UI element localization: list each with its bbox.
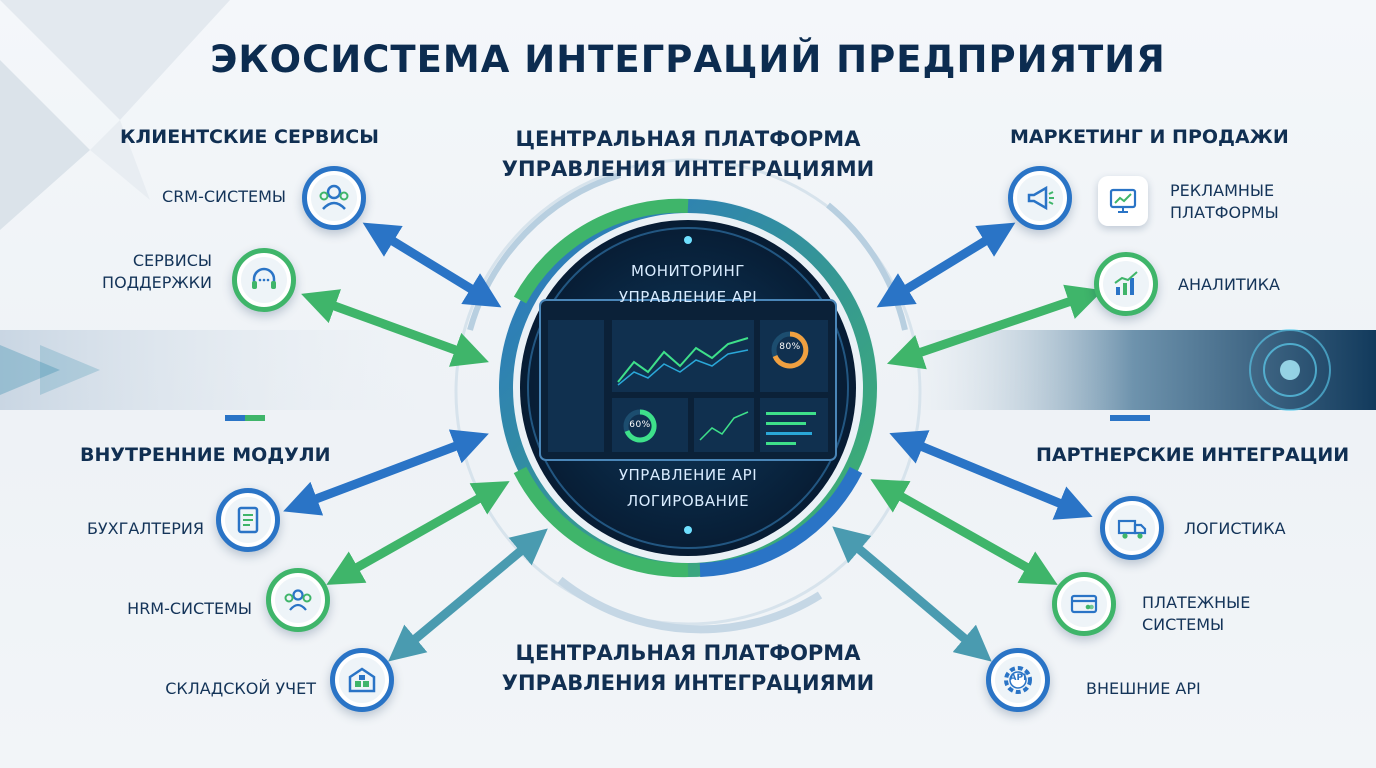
label-warehouse: СКЛАДСКОЙ УЧЕТ [165,679,316,698]
center-bottom-heading: ЦЕНТРАЛЬНАЯ ПЛАТФОРМА УПРАВЛЕНИЯ ИНТЕГРА… [488,638,888,698]
node-payments[interactable] [1052,572,1116,636]
node-warehouse[interactable] [330,648,394,712]
label-support: СЕРВИСЫ ПОДДЕРЖКИ [60,250,212,294]
section-title-internal: ВНУТРЕННИЕ МОДУЛИ [80,444,331,466]
bar-chart-icon [1114,271,1138,295]
node-analytics[interactable] [1094,252,1158,316]
label-support-line-2: ПОДДЕРЖКИ [102,273,212,292]
node-logistics[interactable] [1100,496,1164,560]
warehouse-icon [348,667,376,693]
label-ad-platforms-line-2: ПЛАТФОРМЫ [1170,203,1279,222]
node-crm[interactable] [302,166,366,230]
users-icon [319,184,349,210]
center-bottom-heading-line-1: ЦЕНТРАЛЬНАЯ ПЛАТФОРМА [515,641,861,665]
label-logistics: ЛОГИСТИКА [1184,519,1286,538]
credit-card-icon [1070,594,1098,614]
gauge-2-value: 60% [629,420,651,430]
node-support[interactable] [232,248,296,312]
screen-logging-label: ЛОГИРОВАНИЕ [626,492,750,510]
label-support-line-1: СЕРВИСЫ [132,251,212,270]
ad-platforms-badge [1098,176,1148,226]
label-payments: ПЛАТЕЖНЫЕ СИСТЕМЫ [1142,592,1250,636]
gauge-1-value: 80% [779,342,801,352]
label-payments-line-2: СИСТЕМЫ [1142,615,1225,634]
section-title-client: КЛИЕНТСКИЕ СЕРВИСЫ [120,126,379,148]
center-top-heading: ЦЕНТРАЛЬНАЯ ПЛАТФОРМА УПРАВЛЕНИЯ ИНТЕГРА… [488,124,888,184]
center-bottom-heading-line-2: УПРАВЛЕНИЯ ИНТЕГРАЦИЯМИ [501,671,875,695]
center-top-heading-line-1: ЦЕНТРАЛЬНАЯ ПЛАТФОРМА [515,127,861,151]
api-gear-icon [1004,666,1032,694]
label-accounting: БУХГАЛТЕРИЯ [86,519,204,538]
screen-api-management-label: УПРАВЛЕНИЕ API [618,466,758,484]
label-analytics: АНАЛИТИКА [1178,275,1280,294]
node-ad-platforms[interactable] [1008,166,1072,230]
section-title-partner: ПАРТНЕРСКИЕ ИНТЕГРАЦИИ [1036,444,1350,466]
team-icon [284,589,312,611]
node-hrm[interactable] [266,568,330,632]
megaphone-icon [1027,185,1054,211]
page-title: ЭКОСИСТЕМА ИНТЕГРАЦИЙ ПРЕДПРИЯТИЯ [210,38,1166,81]
screen-api-label: УПРАВЛЕНИЕ API [618,288,758,306]
api-badge-label: API [1009,673,1027,683]
label-crm: CRM-СИСТЕМЫ [162,187,286,206]
label-hrm: HRM-СИСТЕМЫ [127,599,252,618]
document-icon [237,506,259,534]
headset-icon [252,267,276,289]
screen-bottom-text: УПРАВЛЕНИЕ API ЛОГИРОВАНИЕ [588,462,788,514]
label-ad-platforms: РЕКЛАМНЫЕ ПЛАТФОРМЫ [1170,180,1279,224]
screen-monitoring-label: МОНИТОРИНГ [631,262,745,280]
label-ad-platforms-line-1: РЕКЛАМНЫЕ [1170,181,1275,200]
truck-icon [1117,519,1147,539]
section-title-marketing: МАРКЕТИНГ И ПРОДАЖИ [1010,126,1289,148]
label-external-api: ВНЕШНИЕ API [1086,679,1201,698]
node-accounting[interactable] [216,488,280,552]
label-payments-line-1: ПЛАТЕЖНЫЕ [1142,593,1251,612]
screen-top-text: МОНИТОРИНГ УПРАВЛЕНИЕ API [588,258,788,310]
center-top-heading-line-2: УПРАВЛЕНИЯ ИНТЕГРАЦИЯМИ [501,157,875,181]
node-external-api[interactable] [986,648,1050,712]
monitor-chart-icon [1109,188,1137,213]
